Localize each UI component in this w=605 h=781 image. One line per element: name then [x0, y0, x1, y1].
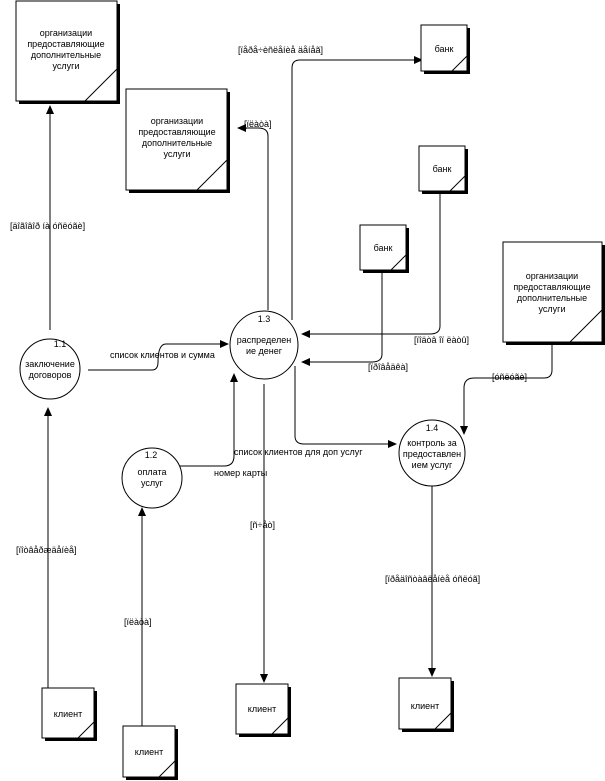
entity-client-left: клиент: [41, 687, 97, 741]
flow-payment-to-distribution: [180, 373, 238, 467]
entity-bank-top: банк: [420, 24, 470, 74]
label-pay-client: [ïëàòà]: [124, 617, 152, 627]
label-payment: [ïëàòà]: [244, 119, 272, 129]
svg-text:клиент: клиент: [248, 704, 276, 714]
label-bank-confirm: [ïîäòâ îï ëàòû]: [414, 335, 469, 345]
flow-contract-to-distribution: [88, 340, 229, 371]
flow-bank-mid-to-distribution: [301, 190, 441, 338]
flow-bank-center-to-distribution: [301, 270, 383, 366]
svg-text:клиент: клиент: [411, 701, 439, 711]
flow-distribution-to-bank-top: [291, 56, 423, 320]
flow-distribution-to-org-mid: [237, 124, 269, 310]
flow-org-right-to-control: [460, 344, 553, 435]
label-service: [óñëóãè]: [492, 372, 527, 382]
flows: [44, 56, 553, 726]
label-card-number: номер карты: [214, 468, 267, 478]
label-contract: [äîãîâîð íà óñëóãè]: [10, 221, 85, 231]
svg-text:1.1: 1.1: [54, 339, 67, 349]
flow-labels: [äîãîâîð íà óñëóãè] [ïåðå÷èñëåíèå äåíåã]…: [10, 45, 527, 627]
entity-client-bottom: клиент: [122, 725, 178, 780]
label-request: [ïîòâåðæäåíèå]: [16, 545, 77, 555]
svg-text:банк: банк: [374, 243, 393, 253]
entity-client-right: клиент: [398, 677, 454, 732]
svg-text:1.4: 1.4: [426, 423, 439, 433]
svg-text:клиент: клиент: [135, 747, 163, 757]
label-check: [ñ÷åò]: [250, 520, 275, 530]
svg-text:1.3: 1.3: [258, 314, 271, 324]
entity-bank-mid: банк: [418, 145, 468, 194]
entity-bank-center: банк: [359, 224, 409, 273]
svg-text:банк: банк: [435, 44, 454, 54]
label-transfer: [ïåðå÷èñëåíèå äåíåã]: [238, 45, 323, 55]
svg-text:1.2: 1.2: [145, 450, 158, 460]
label-bank-center: [ïðîâåäêà]: [368, 362, 408, 372]
entity-client-center: клиент: [235, 683, 291, 737]
label-quality: [ïðåäîñòàâëåíèå óñëóã]: [385, 574, 480, 584]
svg-text:банк: банк: [433, 164, 452, 174]
flow-distribution-to-control: [294, 366, 397, 448]
label-clients-extra: список клиентов для доп услуг: [234, 447, 363, 457]
svg-text:клиент: клиент: [54, 709, 82, 719]
label-clients-sum: список клиентов и сумма: [110, 350, 215, 360]
